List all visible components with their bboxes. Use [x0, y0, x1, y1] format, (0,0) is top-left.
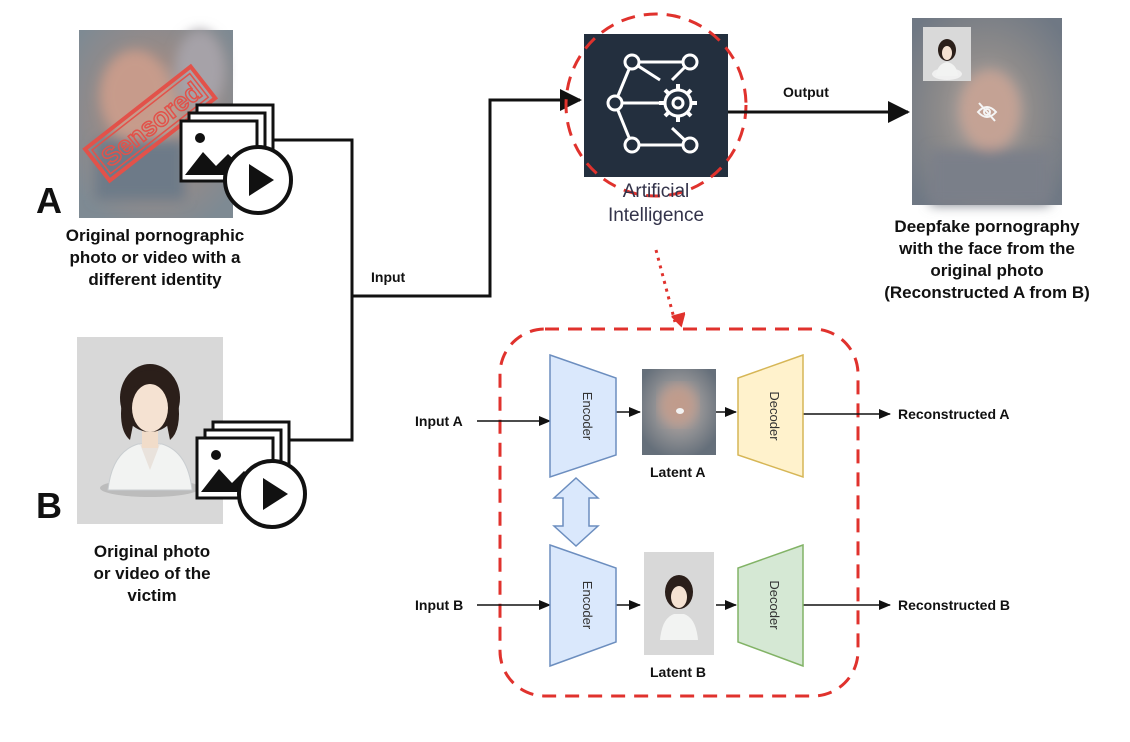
encoder-b: [549, 543, 617, 668]
panel-a-caption-line: photo or video with a: [69, 248, 241, 267]
panel-b-letter: B: [36, 485, 62, 526]
reconstructed-b-label: Reconstructed B: [898, 597, 1011, 613]
result-caption-line: with the face from the: [899, 239, 1075, 258]
latent-b-label: Latent B: [650, 664, 706, 680]
latent-a-label: Latent A: [650, 464, 706, 480]
output-label: Output: [783, 84, 829, 100]
reconstructed-a-label: Reconstructed A: [898, 406, 1010, 422]
input-a-label: Input A: [415, 413, 463, 429]
panel-a-letter: A: [36, 180, 62, 221]
censored-stamp: [82, 63, 219, 184]
shared-weights-double-arrow: [552, 476, 600, 548]
panel-a-caption-line: Original pornographic: [65, 226, 245, 245]
input-b-label: Input B: [415, 597, 464, 613]
victim-photo: [77, 337, 223, 524]
encoder-b-label: Encoder: [580, 581, 595, 630]
panel-b-caption-line: Original photo: [93, 542, 211, 561]
decoder-a: [737, 353, 804, 479]
result-caption-line: (Reconstructed A from B): [884, 283, 1090, 302]
media-stack-icon-a: [179, 103, 293, 215]
media-stack-icon-b: [195, 420, 307, 529]
decoder-b: [737, 543, 804, 668]
latent-a-image: [642, 369, 716, 455]
latent-b-image: [644, 552, 714, 655]
ai-label: Artificial Intelligence: [556, 180, 756, 228]
autoencoder-frame: [498, 327, 860, 698]
result-caption-line: Deepfake pornography: [894, 217, 1080, 236]
zoom-in-connector: [654, 249, 675, 322]
hidden-eye-icon: [976, 102, 998, 122]
encoder-a-label: Encoder: [580, 392, 595, 441]
panel-a-caption-line: different identity: [88, 270, 222, 289]
neural-network-gear-icon: [606, 53, 699, 154]
input-connector: [273, 89, 582, 442]
decoder-b-label: Decoder: [767, 580, 782, 630]
panel-a-caption: Original pornographic photo or video wit…: [30, 225, 280, 291]
panel-b-caption-line: or video of the: [93, 564, 211, 583]
input-label: Input: [371, 269, 406, 285]
deepfake-result-image: [912, 18, 1062, 205]
decoder-a-label: Decoder: [767, 391, 782, 441]
ai-model-block: [564, 12, 748, 198]
result-caption-line: original photo: [930, 261, 1044, 280]
panel-b-caption: Original photo or video of the victim: [52, 541, 252, 607]
ai-label-line: Intelligence: [607, 205, 705, 226]
panel-b-caption-line: victim: [127, 586, 177, 605]
encoder-a: [549, 353, 617, 479]
ai-label-line: Artificial: [622, 181, 690, 202]
result-caption: Deepfake pornography with the face from …: [862, 216, 1112, 304]
